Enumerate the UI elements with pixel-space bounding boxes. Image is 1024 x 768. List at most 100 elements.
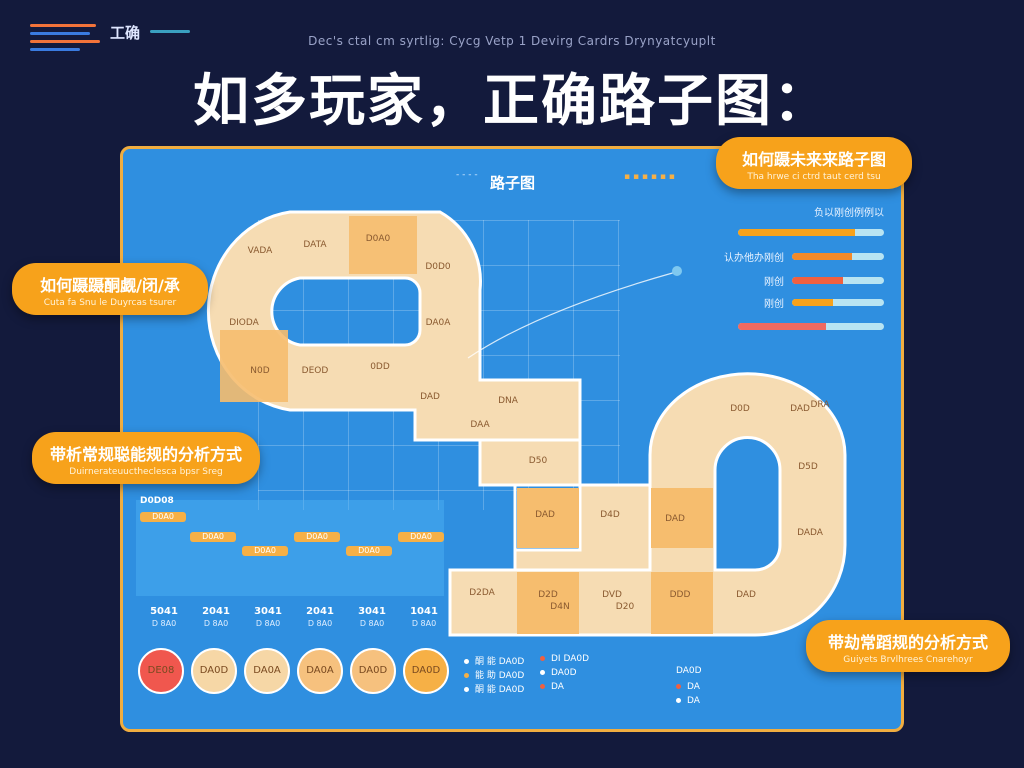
route-cell: DAD bbox=[535, 510, 555, 520]
route-cell: DRA bbox=[810, 400, 830, 410]
stat-bar-fill bbox=[738, 229, 855, 236]
route-loop-right bbox=[448, 372, 847, 637]
route-cell: DA0A bbox=[425, 318, 451, 328]
route-cell: DADA bbox=[797, 528, 823, 538]
logo: 工确 bbox=[30, 18, 210, 58]
timeline-date-day: 1041 bbox=[410, 606, 438, 617]
legend-dot bbox=[540, 656, 545, 661]
route-cell: DVD bbox=[602, 590, 622, 600]
legend-label: DA bbox=[687, 696, 700, 706]
legend-label: 酮 能 DA0D bbox=[475, 657, 525, 667]
route-cell: D4D bbox=[600, 510, 620, 520]
callout-subtitle: Cuta fa Snu le Duyrcas tsurer bbox=[43, 298, 177, 308]
legend-dot bbox=[464, 659, 469, 664]
route-cell: D4N bbox=[550, 602, 570, 612]
route-cell: DAD bbox=[665, 514, 685, 524]
callout-subtitle: Guiyets Brvlhrees Cnarehoyr bbox=[843, 655, 973, 665]
timeline-date-sub: D 8A0 bbox=[255, 619, 281, 628]
route-cell: DNA bbox=[498, 396, 518, 406]
callout-title: 带劫常蹈规的分析方式 bbox=[827, 633, 988, 652]
callout-title: 如何蹑未来来路子图 bbox=[741, 150, 886, 169]
callout-top-right: 如何蹑未来来路子图 Tha hrwe ci ctrd taut cerd tsu bbox=[716, 137, 912, 189]
timeline-chip: D0A0 bbox=[190, 532, 236, 542]
route-cell: DAA bbox=[470, 420, 490, 430]
route-cell: DDD bbox=[669, 590, 691, 600]
panel-title-dots-left: - - - - bbox=[456, 170, 478, 180]
timeline-chip: D0A0 bbox=[398, 532, 444, 542]
timeline-date-sub: D 8A0 bbox=[359, 619, 385, 628]
route-cell: DATA bbox=[303, 240, 327, 250]
legend-dot bbox=[676, 684, 681, 689]
header-subtitle: Dec's ctal cm syrtlig: Cycg Vetp 1 Devir… bbox=[308, 34, 716, 48]
route-cell: DIODA bbox=[229, 318, 259, 328]
route-cell: VADA bbox=[247, 246, 273, 256]
route-cell: 0DD bbox=[370, 362, 390, 372]
legend-label: 酮 能 DA0D bbox=[475, 685, 525, 695]
stat-bar bbox=[792, 299, 884, 306]
legend-item: DA bbox=[676, 696, 700, 706]
timeline-date-sub: D 8A0 bbox=[307, 619, 333, 628]
panel-title-dots-right: ▪ ▪ ▪ ▪ ▪ ▪ bbox=[624, 172, 675, 182]
legend-dot bbox=[464, 673, 469, 678]
callout-subtitle: Tha hrwe ci ctrd taut cerd tsu bbox=[747, 172, 881, 182]
legend-dot bbox=[540, 670, 545, 675]
timeline-area bbox=[136, 500, 444, 596]
route-cell: DEOD bbox=[301, 366, 329, 376]
legend-item: 酮 能 DA0D bbox=[464, 682, 524, 695]
stats-title: 负以刚创例例以 bbox=[814, 208, 884, 219]
route-cell: DAD bbox=[420, 392, 440, 402]
route-cell: N0D bbox=[250, 366, 270, 376]
circle-badge: DA0D bbox=[191, 648, 237, 694]
callout-left-2: 带析常规聪能规的分析方式 Duirnerateuuctheclesca bpsr… bbox=[32, 432, 260, 484]
callout-bottom-right: 带劫常蹈规的分析方式 Guiyets Brvlhrees Cnarehoyr bbox=[806, 620, 1010, 672]
legend-item: DA0D bbox=[540, 668, 577, 678]
legend-label: 能 助 DA0D bbox=[475, 671, 525, 681]
timeline-chip: D0A0 bbox=[294, 532, 340, 542]
circle-badge: DE08 bbox=[138, 648, 184, 694]
stat-bar bbox=[792, 277, 884, 284]
route-cell: DAD bbox=[790, 404, 810, 414]
legend-dot bbox=[540, 684, 545, 689]
stat-bar-fill bbox=[792, 277, 843, 284]
legend-dot bbox=[464, 687, 469, 692]
legend-item: 酮 能 DA0D bbox=[464, 654, 524, 667]
stat-bar bbox=[738, 229, 884, 236]
timeline-date-sub: D 8A0 bbox=[151, 619, 177, 628]
stat-bar bbox=[738, 323, 884, 330]
timeline-date-day: 2041 bbox=[306, 606, 334, 617]
legend-label: DA bbox=[551, 682, 564, 692]
stat-bar-fill bbox=[792, 253, 852, 260]
legend-item: 能 助 DA0D bbox=[464, 668, 524, 681]
stat-bar-fill bbox=[792, 299, 834, 306]
route-cell: D0A0 bbox=[365, 234, 391, 244]
timeline-date: 5041 D 8A0 bbox=[140, 606, 188, 630]
route-cell: D2D bbox=[538, 590, 558, 600]
callout-left-1: 如何蹑蹑酮觑/闭/承 Cuta fa Snu le Duyrcas tsurer bbox=[12, 263, 208, 315]
legend-right-title: DA0D bbox=[676, 666, 702, 676]
route-cell: DAD bbox=[736, 590, 756, 600]
panel-title: 路子图 bbox=[490, 174, 536, 192]
timeline-date-day: 3041 bbox=[358, 606, 386, 617]
circle-badge: DA0D bbox=[403, 648, 449, 694]
timeline-chip: D0A0 bbox=[346, 546, 392, 556]
legend-item: DA bbox=[676, 682, 700, 692]
route-cell: D5D bbox=[798, 462, 818, 472]
circle-badge: DA0D bbox=[350, 648, 396, 694]
circle-badge: DA0A bbox=[297, 648, 343, 694]
callout-subtitle: Duirnerateuuctheclesca bpsr Sreg bbox=[69, 467, 223, 477]
circle-badge: DA0A bbox=[244, 648, 290, 694]
timeline-chip: D0A0 bbox=[140, 512, 186, 522]
logo-text: 工确 bbox=[110, 24, 141, 42]
route-cell: D2DA bbox=[469, 588, 495, 598]
legend-label: DI DA0D bbox=[551, 654, 590, 664]
stat-label: 刚创 bbox=[764, 299, 784, 310]
timeline-chip: D0A0 bbox=[242, 546, 288, 556]
page-title: 如多玩家，正确路子图： bbox=[193, 69, 831, 134]
timeline-date-day: 5041 bbox=[150, 606, 178, 617]
legend-item: DA bbox=[540, 682, 564, 692]
route-cell: D20 bbox=[615, 602, 635, 612]
